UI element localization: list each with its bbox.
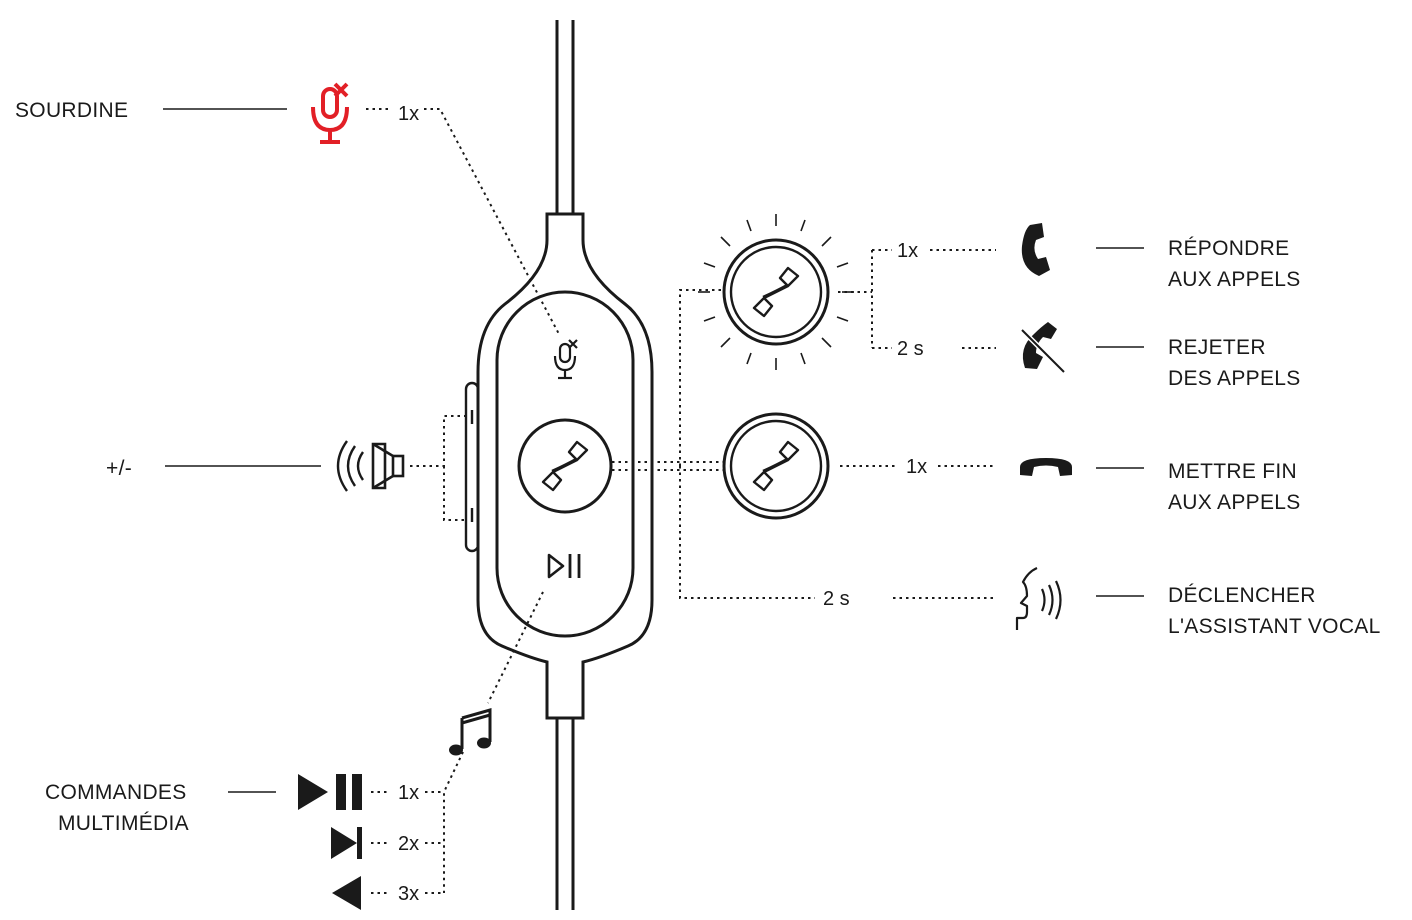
label-mute: SOURDINE — [15, 99, 128, 122]
music-note-icon — [449, 708, 492, 756]
label-assistant-2: L'ASSISTANT VOCAL — [1168, 615, 1381, 638]
label-reject-1: REJETER — [1168, 336, 1266, 359]
label-answer-2: AUX APPELS — [1168, 268, 1301, 291]
end-call-button — [722, 412, 830, 520]
phone-reject-icon — [1020, 322, 1065, 373]
count-media-next: 2x — [398, 833, 419, 855]
ringing-rays — [698, 214, 854, 370]
speaker-volume-icon — [336, 440, 405, 492]
play-pause-icon — [547, 553, 581, 579]
phone-button-icon — [541, 440, 589, 492]
label-media-2: MULTIMÉDIA — [58, 812, 189, 835]
next-track-icon — [331, 827, 362, 859]
label-reject-2: DES APPELS — [1168, 367, 1301, 390]
phone-hangup-icon — [1020, 458, 1072, 476]
phone-button-icon — [752, 266, 800, 318]
label-volume: +/- — [106, 457, 132, 480]
inline-remote-body — [464, 212, 654, 720]
count-media-play: 1x — [398, 782, 419, 804]
incoming-call-button — [698, 214, 854, 370]
mic-mute-icon — [311, 82, 349, 144]
label-answer-1: RÉPONDRE — [1168, 237, 1289, 260]
voice-assistant-icon — [1015, 566, 1062, 630]
count-mute: 1x — [398, 103, 419, 125]
play-pause-icon — [298, 774, 362, 810]
remote-mute-button[interactable] — [553, 339, 578, 380]
headset-cable — [555, 20, 575, 910]
volume-rocker[interactable] — [464, 381, 480, 553]
mic-mute-icon — [553, 339, 578, 380]
label-assistant-1: DÉCLENCHER — [1168, 584, 1316, 607]
count-answer: 1x — [897, 240, 918, 262]
label-end-1: METTRE FIN — [1168, 460, 1297, 483]
phone-answer-icon — [1021, 223, 1050, 276]
previous-track-icon — [332, 876, 361, 910]
phone-button-icon — [752, 440, 800, 492]
label-end-2: AUX APPELS — [1168, 491, 1301, 514]
remote-play-pause-button[interactable] — [547, 553, 581, 579]
remote-call-button[interactable] — [517, 418, 613, 514]
count-end: 1x — [906, 456, 927, 478]
count-reject: 2 s — [897, 338, 924, 360]
label-media-1: COMMANDES — [45, 781, 187, 804]
count-media-prev: 3x — [398, 883, 419, 905]
count-assistant: 2 s — [823, 588, 850, 610]
